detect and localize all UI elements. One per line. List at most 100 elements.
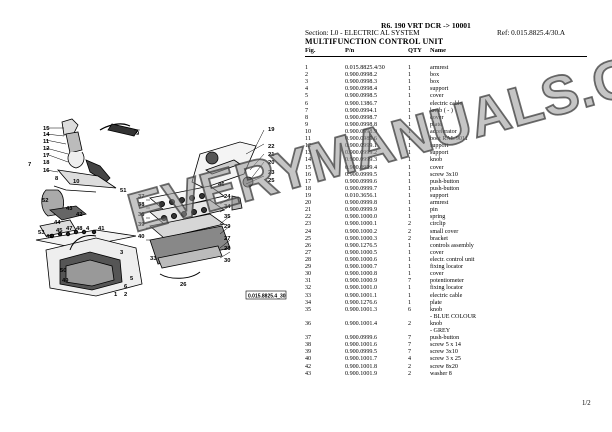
part-number-cell: 0.900.0999.5: [345, 349, 377, 356]
page-number: 1/2: [582, 400, 591, 407]
quantity-cell: 1: [408, 86, 412, 93]
part-number-cell: 0.900.0999.8: [345, 200, 377, 207]
fig-cell: 18: [305, 185, 312, 192]
quantity-cell: 1: [408, 93, 412, 100]
part-name-cell: electric cable: [430, 100, 463, 107]
parts-table-header: Fig. P/n QTY Name: [305, 46, 585, 56]
fig-cell: 34: [305, 299, 312, 306]
callout-29: 29: [224, 224, 231, 230]
part-number-cell: 0.900.0999.9: [345, 207, 377, 214]
callout-40: 40: [138, 234, 144, 240]
part-name-cell: - GREY: [430, 328, 451, 335]
fig-cell: 13: [305, 150, 312, 157]
part-name-cell: knob: [430, 306, 443, 313]
fig-cell: 35: [305, 306, 312, 313]
fig-cell: 26: [305, 242, 312, 249]
part-number-cell: 0.900.1001.9: [345, 370, 377, 377]
fig-cell: 3: [305, 79, 309, 86]
page-title: MULTIFUNCTION CONTROL UNIT: [305, 37, 444, 46]
part-number-cell: 0.900.0999.6: [345, 335, 377, 342]
cable-drawing: [99, 123, 139, 137]
callout-18: 18: [43, 160, 50, 166]
part-number-cell: 0.900.0999.7: [345, 185, 377, 192]
fig-cell: 30: [305, 271, 312, 278]
model-title: R6. 190 VRT DCR -> 10001: [381, 21, 471, 30]
fig-cell: 28: [305, 256, 312, 263]
part-number-cell: 0.900.0998.4: [345, 86, 377, 93]
part-name-cell: washer 8: [430, 370, 452, 377]
callout-16: 16: [43, 168, 50, 174]
part-number-cell: 0.900.1001.6: [345, 342, 377, 349]
part-number-cell: 0.900.1000.1: [345, 221, 377, 228]
part-name-cell: push-button: [430, 335, 460, 342]
callout-22: 22: [268, 144, 274, 150]
quantity-cell: 1: [408, 100, 412, 107]
callout-27: 27: [224, 236, 230, 242]
table-row: - GREY: [305, 328, 595, 335]
callout-38: 38: [138, 202, 145, 208]
fig-cell: 23: [305, 221, 312, 228]
quantity-cell: 1: [408, 178, 412, 185]
quantity-cell: 1: [408, 299, 412, 306]
part-name-cell: controls assembly: [430, 242, 474, 249]
callout-47: 47: [66, 226, 72, 232]
quantity-cell: 4: [408, 356, 412, 363]
quantity-cell: 1: [408, 79, 412, 86]
quantity-cell: 1: [408, 292, 412, 299]
part-number-cell: 0.900.1000.7: [345, 264, 377, 271]
part-number-cell: 0.900.0998.5: [345, 93, 377, 100]
callout-28: 28: [224, 246, 231, 252]
part-number-cell: 0.900.0998.9: [345, 128, 377, 135]
part-name-cell: support: [430, 143, 449, 150]
part-number-cell: 0.900.1001.1: [345, 292, 377, 299]
part-name-cell: screw 5 x 14: [430, 342, 461, 349]
callout-11: 11: [43, 139, 50, 145]
part-name-cell: screw 3x10: [430, 349, 458, 356]
part-name-cell: box: [430, 72, 440, 79]
callout-25: 25: [268, 178, 275, 184]
fig-cell: 43: [305, 370, 312, 377]
quantity-cell: 1: [408, 136, 412, 143]
callout-12: 12: [43, 146, 49, 152]
callout-1: 1: [114, 292, 118, 298]
fig-cell: 4: [305, 86, 309, 93]
quantity-cell: 7: [408, 342, 412, 349]
part-name-cell: pin: [430, 207, 438, 214]
part-name-cell: armrest: [430, 65, 449, 71]
part-number-cell: 0.015.8825.4/30: [345, 65, 385, 71]
fig-cell: 2: [305, 72, 309, 79]
callout-35: 35: [224, 214, 231, 220]
section-label: Section: L0 - ELECTRIC AL SYSTEM: [305, 29, 420, 37]
part-name-cell: support: [430, 192, 449, 199]
table-row: 4 0.900.0998.4 1 support: [305, 86, 595, 93]
table-row: - BLUE COLOUR: [305, 314, 595, 321]
part-number-cell: 0.900.1001.8: [345, 363, 377, 370]
part-name-cell: support: [430, 86, 449, 93]
part-name-cell: electric cable: [430, 292, 463, 299]
callout-42: 42: [76, 212, 82, 218]
